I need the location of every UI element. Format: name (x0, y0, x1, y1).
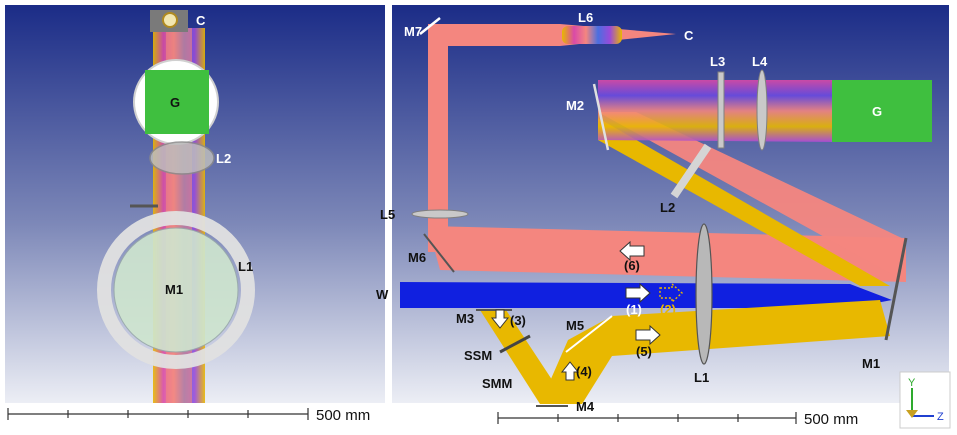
left-scale-bar: 500 mm (7, 407, 370, 424)
label-step-6: (6) (624, 258, 640, 273)
right-lens-l5 (411, 209, 469, 219)
left-label-g: G (170, 95, 180, 110)
right-lens-l2 (670, 143, 712, 199)
arrow-step-2 (659, 282, 684, 304)
right-label-m4: M4 (576, 399, 595, 414)
right-mirror-m2 (592, 83, 610, 151)
left-label-c: C (196, 13, 206, 28)
beam-m1-to-m2 (598, 112, 906, 282)
left-view: C G L2 M1 L1 500 mm (5, 5, 385, 424)
right-label-l6: L6 (578, 10, 593, 25)
right-scale-bar: 500 mm (497, 411, 858, 428)
right-view: G L6 C M7 M2 L3 L4 L2 L5 M6 L1 M1 W (376, 5, 949, 428)
right-label-smm: SMM (482, 376, 512, 391)
label-step-5: (5) (636, 344, 652, 359)
right-label-m3: M3 (456, 311, 474, 326)
left-lens-l2 (149, 141, 215, 175)
arrow-step-6 (619, 240, 645, 262)
right-label-l1: L1 (694, 370, 709, 385)
right-mirror-m1 (884, 237, 908, 341)
beam-m7-to-m6 (428, 24, 448, 252)
arrow-step-4 (560, 361, 580, 381)
arrow-step-1 (625, 282, 651, 304)
right-mirror-m6 (423, 233, 455, 273)
left-label-l1: L1 (238, 259, 253, 274)
right-label-w: W (376, 287, 389, 302)
label-step-1: (1) (626, 302, 642, 317)
right-mirror-m5 (565, 315, 613, 353)
right-label-ssm: SSM (464, 348, 492, 363)
beam-m2-to-m1-yellow (598, 118, 890, 286)
right-label-l3: L3 (710, 54, 725, 69)
left-lens-l1 (97, 211, 255, 369)
right-lens-l6 (562, 26, 622, 44)
right-lens-l1 (695, 223, 713, 365)
right-label-m2: M2 (566, 98, 584, 113)
right-label-g: G (872, 104, 882, 119)
right-lens-l3 (717, 71, 725, 149)
right-label-m6: M6 (408, 250, 426, 265)
right-scale-label: 500 mm (804, 411, 858, 428)
left-source-c-aperture (162, 12, 178, 28)
left-mirror-m1 (113, 227, 239, 353)
right-label-m7: M7 (404, 24, 422, 39)
arrow-step-5 (635, 324, 661, 346)
arrow-step-3 (490, 309, 510, 329)
beam-m1-to-m5-yellow (612, 300, 890, 356)
axis-z-label: Z (937, 411, 944, 423)
label-step-4: (4) (576, 364, 592, 379)
left-scale-label: 500 mm (316, 407, 370, 424)
right-lens-l4 (756, 69, 768, 151)
beam-m3-to-m4-yellow (480, 310, 568, 404)
right-mirror-m7 (419, 17, 441, 35)
right-mirror-ssm (499, 334, 531, 354)
right-label-l2: L2 (660, 200, 675, 215)
left-label-m1: M1 (165, 282, 183, 297)
axis-triad: Y Z (899, 371, 951, 429)
right-label-c: C (684, 28, 694, 43)
right-grating-g (832, 80, 932, 142)
left-grating-g (145, 70, 209, 134)
right-label-l4: L4 (752, 54, 768, 69)
right-label-m1: M1 (862, 356, 880, 371)
axis-y-label: Y (908, 377, 916, 389)
beam-m5-to-m4-yellow (540, 316, 612, 404)
left-label-l2: L2 (216, 151, 231, 166)
right-label-l5: L5 (380, 207, 395, 222)
label-step-3: (3) (510, 313, 526, 328)
label-step-2: (2) (660, 302, 676, 317)
right-label-m5: M5 (566, 318, 584, 333)
